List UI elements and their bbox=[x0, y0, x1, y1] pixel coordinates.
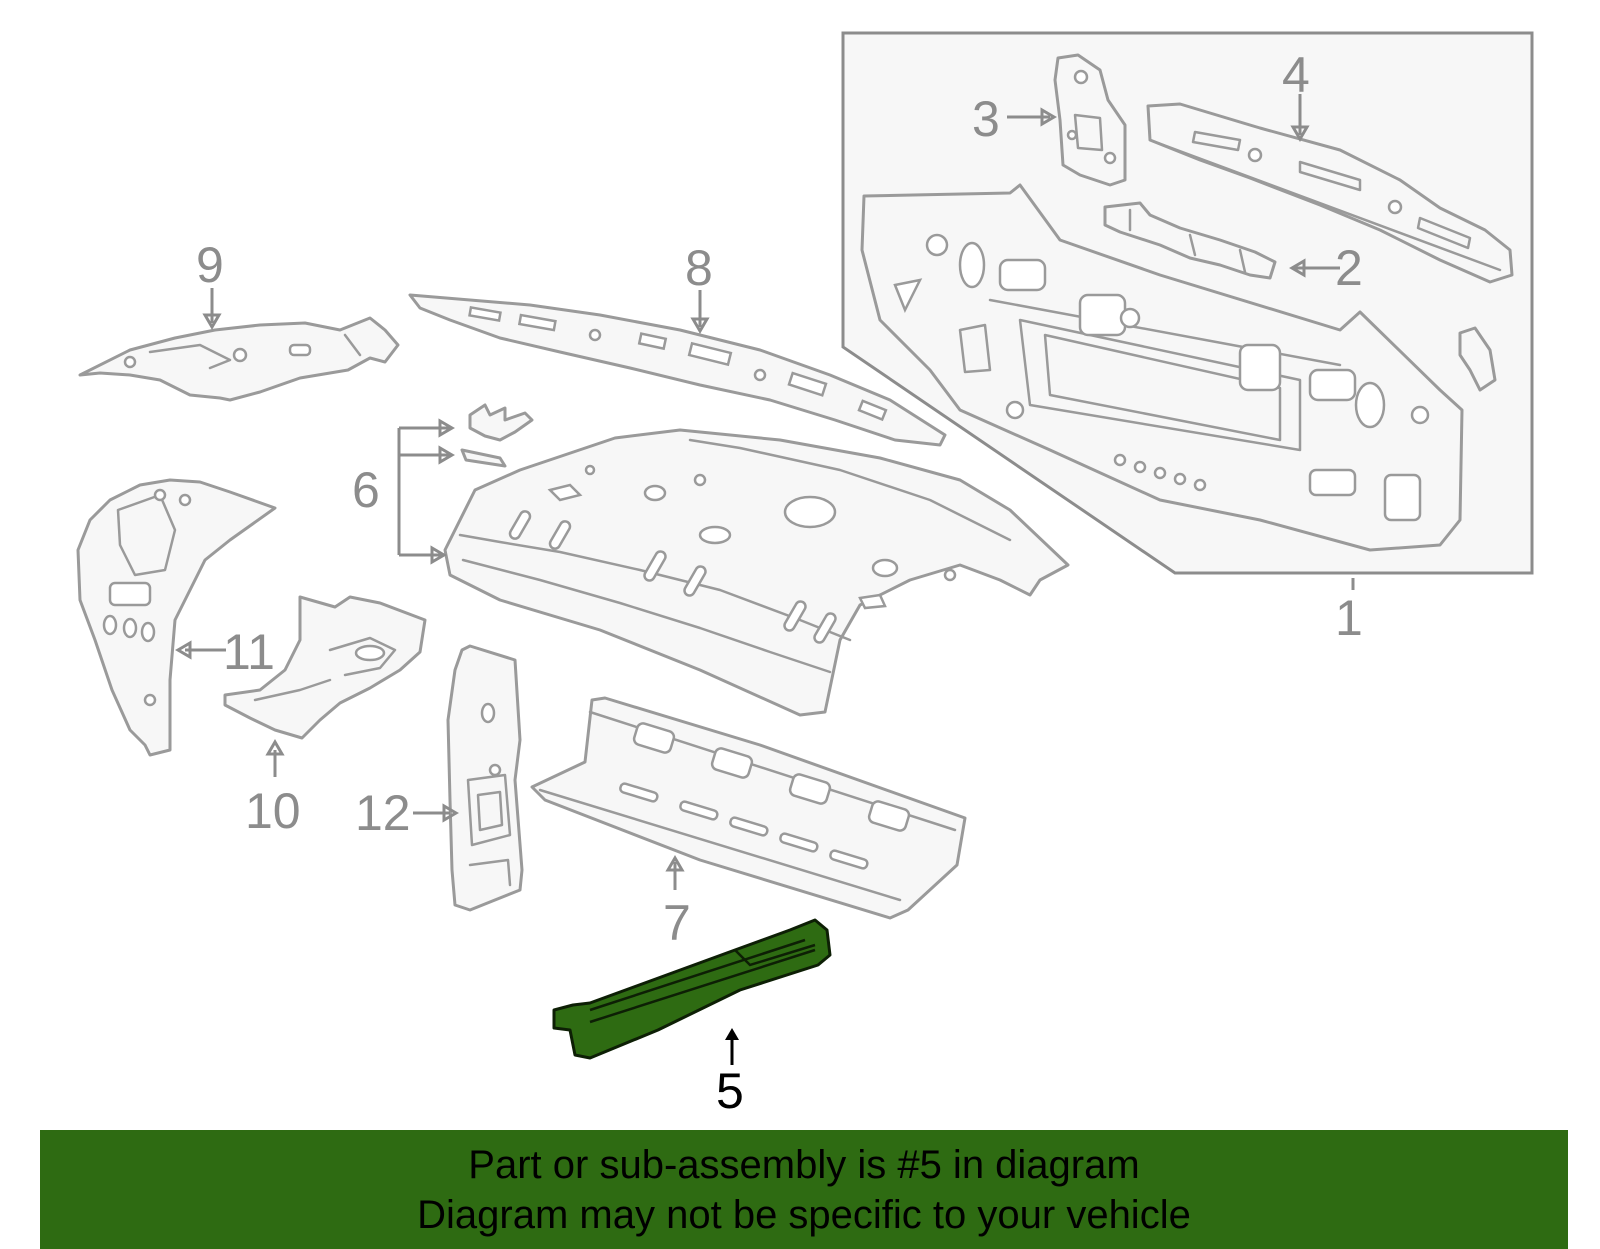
part-6-rear-shelf[interactable] bbox=[443, 403, 1070, 717]
info-banner: Part or sub-assembly is #5 in diagram Di… bbox=[40, 1130, 1568, 1249]
callout-11: 11 bbox=[223, 624, 275, 680]
callout-3: 3 bbox=[972, 91, 1000, 147]
callout-7: 7 bbox=[663, 895, 691, 951]
part-7-crossmember[interactable] bbox=[530, 696, 967, 920]
part-11-side-panel[interactable] bbox=[76, 478, 277, 757]
part-8-upper-panel[interactable] bbox=[408, 293, 947, 447]
parts-diagram: 1 2 3 4 5 6 7 8 9 10 11 12 bbox=[76, 31, 1534, 1119]
callout-10: 10 bbox=[245, 783, 301, 839]
part-1-rear-panel[interactable] bbox=[860, 183, 1497, 552]
callout-6: 6 bbox=[352, 462, 380, 518]
callout-1: 1 bbox=[1335, 590, 1363, 646]
banner-line-1: Part or sub-assembly is #5 in diagram bbox=[468, 1143, 1140, 1187]
callout-9: 9 bbox=[196, 237, 224, 293]
part-12-pillar[interactable] bbox=[446, 644, 524, 912]
callout-8: 8 bbox=[685, 240, 713, 296]
part-9-left-panel[interactable] bbox=[78, 316, 400, 402]
callout-4: 4 bbox=[1282, 47, 1310, 103]
part-3-plate[interactable] bbox=[1053, 53, 1127, 187]
part-2-bracket[interactable] bbox=[1103, 201, 1277, 280]
part-10-lower-bracket[interactable] bbox=[223, 595, 427, 740]
callout-2: 2 bbox=[1335, 240, 1363, 296]
part-4-upper-rail[interactable] bbox=[1146, 102, 1514, 284]
callout-12: 12 bbox=[355, 785, 411, 841]
banner-line-2: Diagram may not be specific to your vehi… bbox=[417, 1193, 1191, 1237]
part-5-highlighted[interactable] bbox=[552, 918, 832, 1060]
leader-lines bbox=[175, 94, 1355, 1065]
callout-5: 5 bbox=[716, 1063, 744, 1119]
